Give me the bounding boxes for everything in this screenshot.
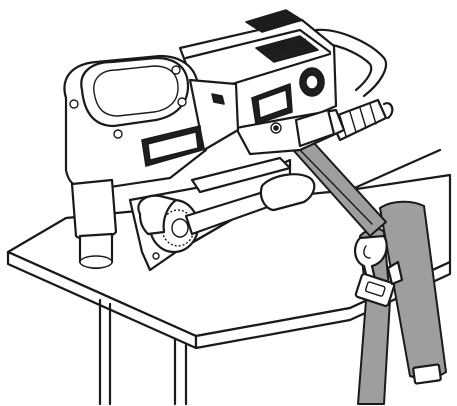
mount-clip	[294, 108, 336, 148]
cover-screw-3	[171, 65, 181, 75]
strap-fold-line	[299, 149, 373, 225]
feed-hub-cap	[137, 194, 178, 236]
coupling-vent	[211, 93, 225, 105]
workbench	[6, 148, 452, 406]
workbench-side-edge	[194, 260, 452, 350]
strap-buckle	[354, 234, 404, 307]
spindle-nose-end	[79, 255, 113, 269]
buckle-hook-inner	[363, 245, 371, 259]
buckle-plate-slot	[365, 281, 386, 297]
workbench-leg-left	[98, 298, 112, 406]
feed-hub-center	[171, 218, 189, 238]
carry-handle	[314, 28, 388, 98]
strap-end-tip	[412, 363, 442, 385]
motor-side-panel-inset	[257, 89, 289, 119]
motor-housing-top-edge	[184, 28, 332, 60]
mount-screw-center	[273, 125, 279, 131]
top-vent-ribs-2	[263, 38, 311, 55]
base-rail	[190, 156, 292, 194]
workbench-back-edge	[348, 148, 442, 192]
spindle-sleeve	[70, 178, 118, 241]
head-front-panel-inset	[147, 131, 199, 161]
magnetic-drill	[63, 9, 394, 272]
feed-lever-grip	[259, 173, 316, 212]
cover-screw-1	[69, 99, 79, 109]
gearbox-top-cover-inset	[93, 65, 179, 117]
cover-screw-2	[113, 129, 123, 139]
top-vent-ribs	[251, 12, 299, 31]
control-dial-center	[305, 74, 319, 90]
workbench-leg-right	[173, 338, 188, 406]
buckle-clip	[386, 260, 404, 286]
base-screw	[152, 252, 160, 260]
cover-screw-4	[177, 97, 187, 107]
